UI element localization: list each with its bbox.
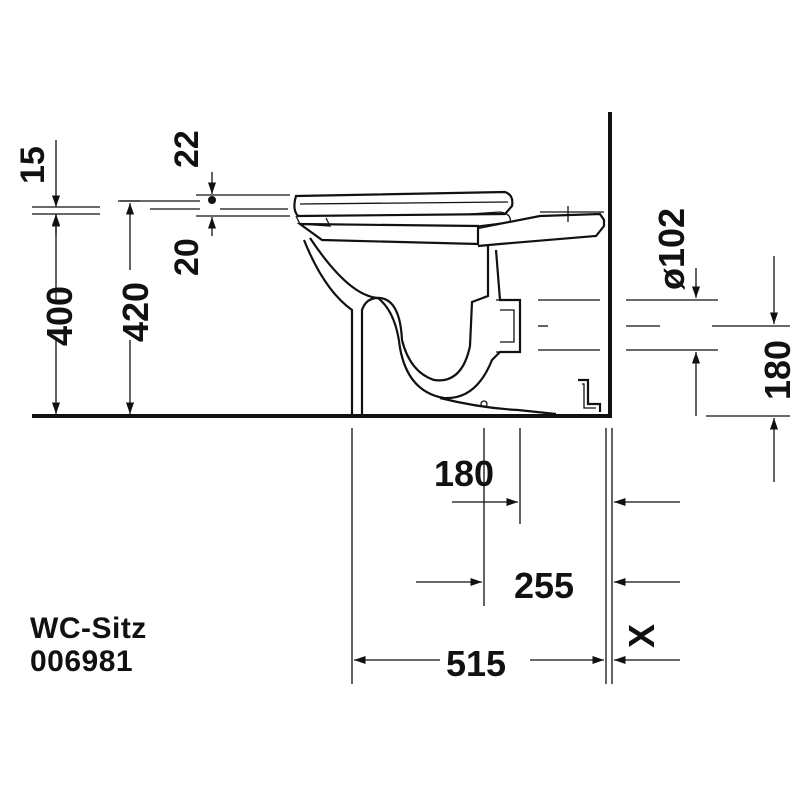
dim-22-20: 22 20 [168, 130, 217, 276]
dim-180-vertical: 180 [757, 256, 798, 482]
dim-255: 255 [416, 565, 680, 606]
dim-515: 515 X [354, 624, 680, 684]
dim-180-vertical-label: 180 [757, 340, 798, 400]
dim-15: 15 [14, 140, 61, 236]
dim-22-label: 22 [168, 130, 206, 168]
dim-420: 420 [115, 203, 156, 414]
dim-102: ø102 [651, 208, 701, 416]
extension-lines [351, 428, 613, 684]
toilet-body [293, 190, 606, 416]
dim-180-horizontal: 180 [434, 453, 680, 507]
seat-title: WC-Sitz [30, 612, 147, 645]
dim-420-label: 420 [115, 282, 156, 342]
dim-400: 400 [39, 215, 80, 414]
dim-515-label: 515 [446, 643, 506, 684]
seat-code: 006981 [30, 645, 134, 678]
dim-180-horizontal-label: 180 [434, 453, 494, 494]
dim-x-label: X [621, 624, 662, 648]
dim-20-label: 20 [168, 238, 206, 276]
dim-102-label: ø102 [651, 208, 692, 290]
dim-15-label: 15 [14, 146, 52, 184]
dim-400-label: 400 [39, 286, 80, 346]
reference-lines [32, 194, 790, 417]
dim-255-label: 255 [514, 565, 574, 606]
